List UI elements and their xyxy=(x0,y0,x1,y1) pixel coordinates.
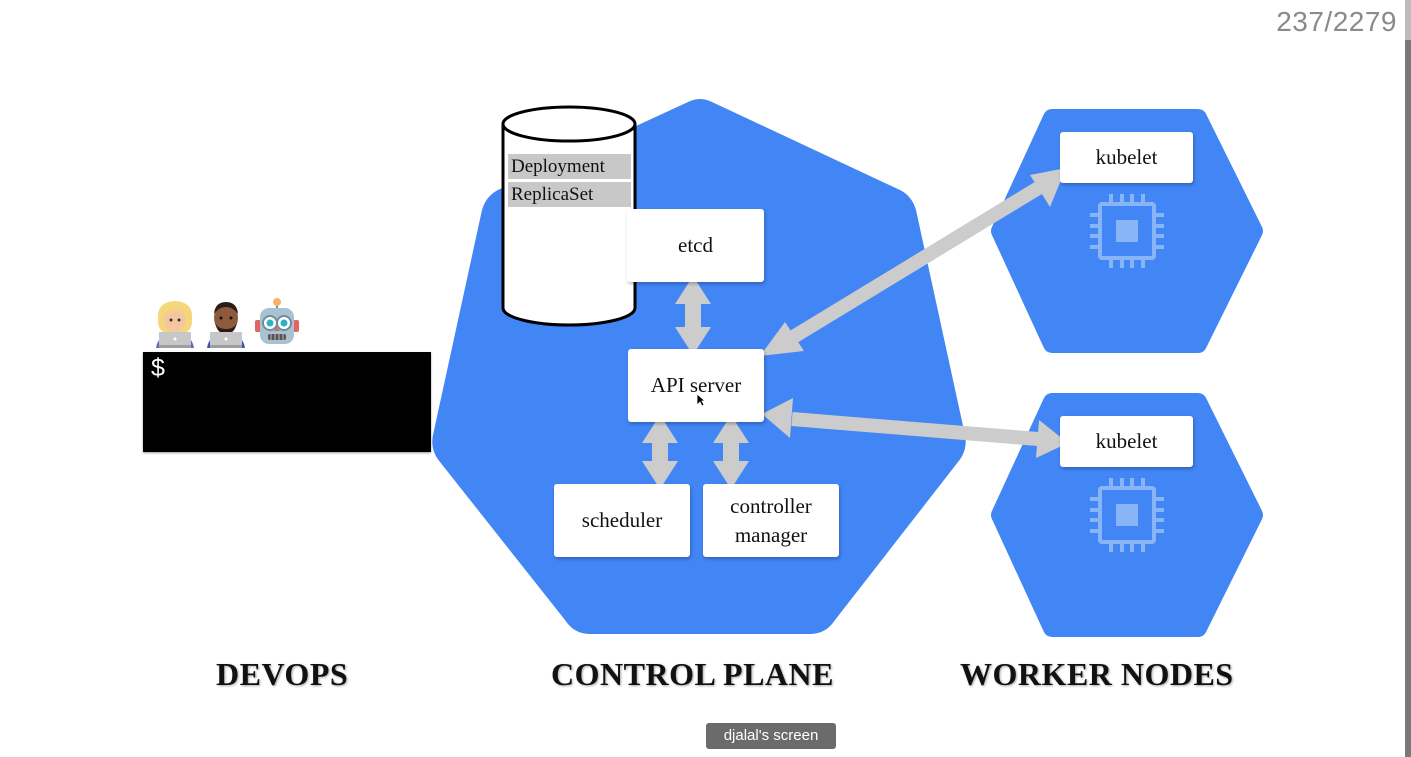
developer-woman-icon xyxy=(156,301,194,348)
api-server-box: API server xyxy=(628,349,764,422)
etcd-database-cylinder xyxy=(501,105,637,327)
worker-nodes-label: WORKER NODES xyxy=(960,656,1234,692)
kubelet-box-2: kubelet xyxy=(1060,416,1193,467)
screen-share-badge: djalal's screen xyxy=(706,723,836,749)
etcd-record-deployment: Deployment xyxy=(508,154,631,179)
arrow-api-kubelet-2 xyxy=(762,398,1068,458)
devops-label: DEVOPS xyxy=(216,656,349,692)
robot-icon xyxy=(255,298,299,344)
terminal-window[interactable]: $ xyxy=(143,352,431,452)
kubelet-box-1: kubelet xyxy=(1060,132,1193,183)
mouse-cursor-icon xyxy=(696,393,706,407)
etcd-record-replicaset: ReplicaSet xyxy=(508,182,631,207)
arrow-api-controller-manager xyxy=(713,415,749,489)
arrow-api-kubelet-1 xyxy=(760,168,1066,356)
chip-icon xyxy=(1090,194,1164,268)
developer-man-icon xyxy=(207,302,245,348)
control-plane-label: CONTROL PLANE xyxy=(551,656,834,692)
etcd-box: etcd xyxy=(627,209,764,282)
terminal-prompt: $ xyxy=(151,354,165,382)
scheduler-box: scheduler xyxy=(554,484,690,557)
controller-manager-line-2: manager xyxy=(734,522,808,547)
chip-icon xyxy=(1090,478,1164,552)
arrow-api-scheduler xyxy=(642,415,678,489)
controller-manager-line-1: controller xyxy=(730,493,812,518)
controller-manager-box: controller manager xyxy=(703,484,839,557)
scrollbar[interactable] xyxy=(1405,0,1411,757)
slide-counter: 237/2279 xyxy=(1276,6,1397,37)
arrow-etcd-api xyxy=(675,276,711,355)
